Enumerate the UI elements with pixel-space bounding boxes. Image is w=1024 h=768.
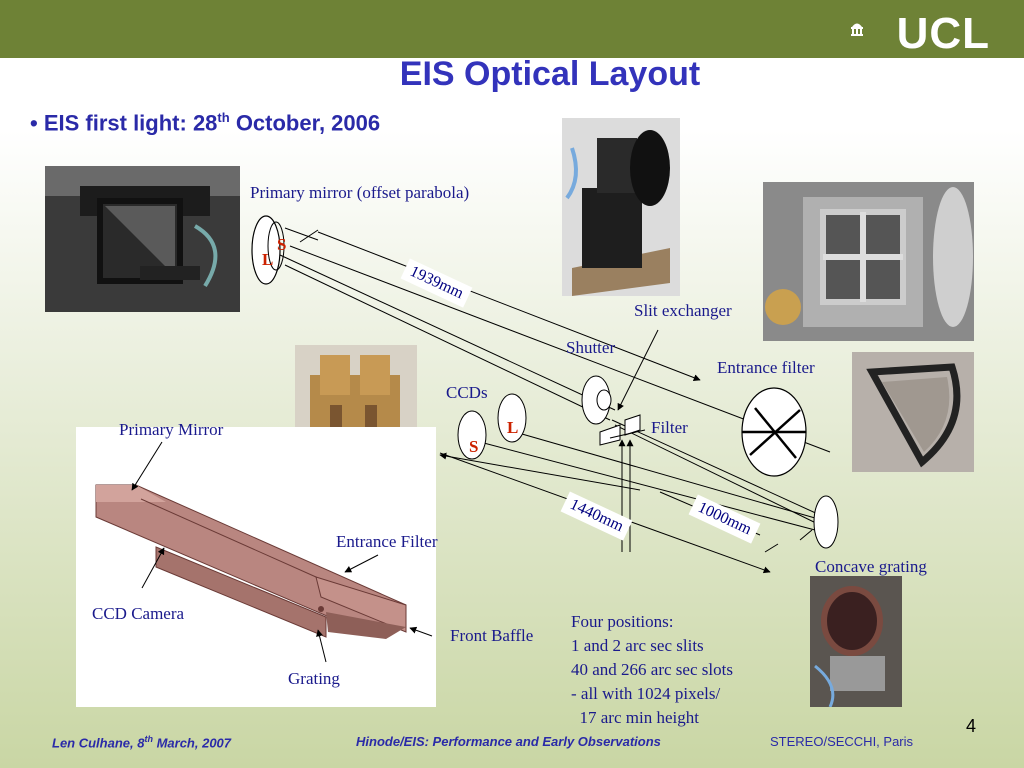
concave-grating-shape	[813, 495, 839, 549]
footer-author-sup: th	[144, 734, 153, 744]
ccd-camera-label: CCD Camera	[92, 604, 185, 623]
four-positions-line: 1 and 2 arc sec slits	[571, 636, 704, 655]
mirror-l-label: L	[262, 250, 274, 269]
grating-label: Grating	[288, 669, 340, 688]
slit-exchanger-label: Slit exchanger	[634, 301, 732, 320]
filter-label: Filter	[651, 418, 688, 437]
footer-author-date: March, 2007	[152, 735, 232, 751]
primary-mirror-label: Primary Mirror	[119, 420, 224, 439]
four-positions-line: Four positions:	[571, 612, 674, 631]
entrance-aperture-photo	[763, 182, 974, 341]
filter-shape	[599, 414, 641, 446]
entrance-filter-photo	[852, 352, 974, 472]
bullet-sup: th	[217, 110, 230, 125]
footer-author-text: Len Culhane, 8	[52, 735, 145, 751]
entrance-filter-instrument-label: Entrance Filter	[336, 532, 438, 551]
bullet-text: EIS first light: 28	[43, 110, 218, 136]
ucl-dome-icon	[851, 23, 863, 36]
four-positions-note: Four positions: 1 and 2 arc sec slits 40 a…	[571, 586, 733, 754]
four-positions-line: 40 and 266 arc sec slots	[571, 660, 733, 679]
ucl-logo: UCL	[896, 9, 990, 58]
slide-title: EIS Optical Layout	[399, 55, 701, 93]
footer-venue: STEREO/SECCHI, Paris	[770, 734, 914, 749]
shutter-label: Shutter	[566, 338, 616, 357]
four-positions-line: 17 arc min height	[571, 708, 699, 727]
instrument-drawing	[95, 484, 407, 639]
entrance-filter-label: Entrance filter	[717, 358, 815, 377]
primary-mirror-shape	[251, 215, 281, 285]
ccd-s-label: S	[469, 437, 479, 456]
front-baffle-label: Front Baffle	[450, 626, 534, 645]
ccd-l-label: L	[507, 418, 519, 437]
ccd-s-shape	[457, 410, 487, 460]
grating-photo	[810, 576, 902, 707]
bullet-rest: October, 2006	[229, 110, 381, 136]
primary-mirror-offset-label: Primary mirror (offset parabola)	[250, 183, 470, 202]
concave-grating-label: Concave grating	[815, 557, 927, 576]
ccds-label: CCDs	[446, 383, 488, 402]
footer-talk-title: Hinode/EIS: Performance and Early Observ…	[356, 734, 661, 749]
footer-author: Len Culhane, 8th March, 2007	[52, 734, 231, 750]
bullet-marker: •	[30, 110, 38, 136]
four-positions-line: - all with 1024 pixels/	[571, 684, 721, 703]
mirror-housing-photo	[45, 166, 240, 312]
first-light-bullet: • EIS first light: 28th October, 2006	[30, 110, 380, 136]
page-number: 4	[965, 716, 976, 736]
ccd-l-shape	[497, 393, 527, 443]
mirror-s-label: S	[277, 235, 287, 254]
slit-exchanger-photo	[562, 118, 680, 296]
